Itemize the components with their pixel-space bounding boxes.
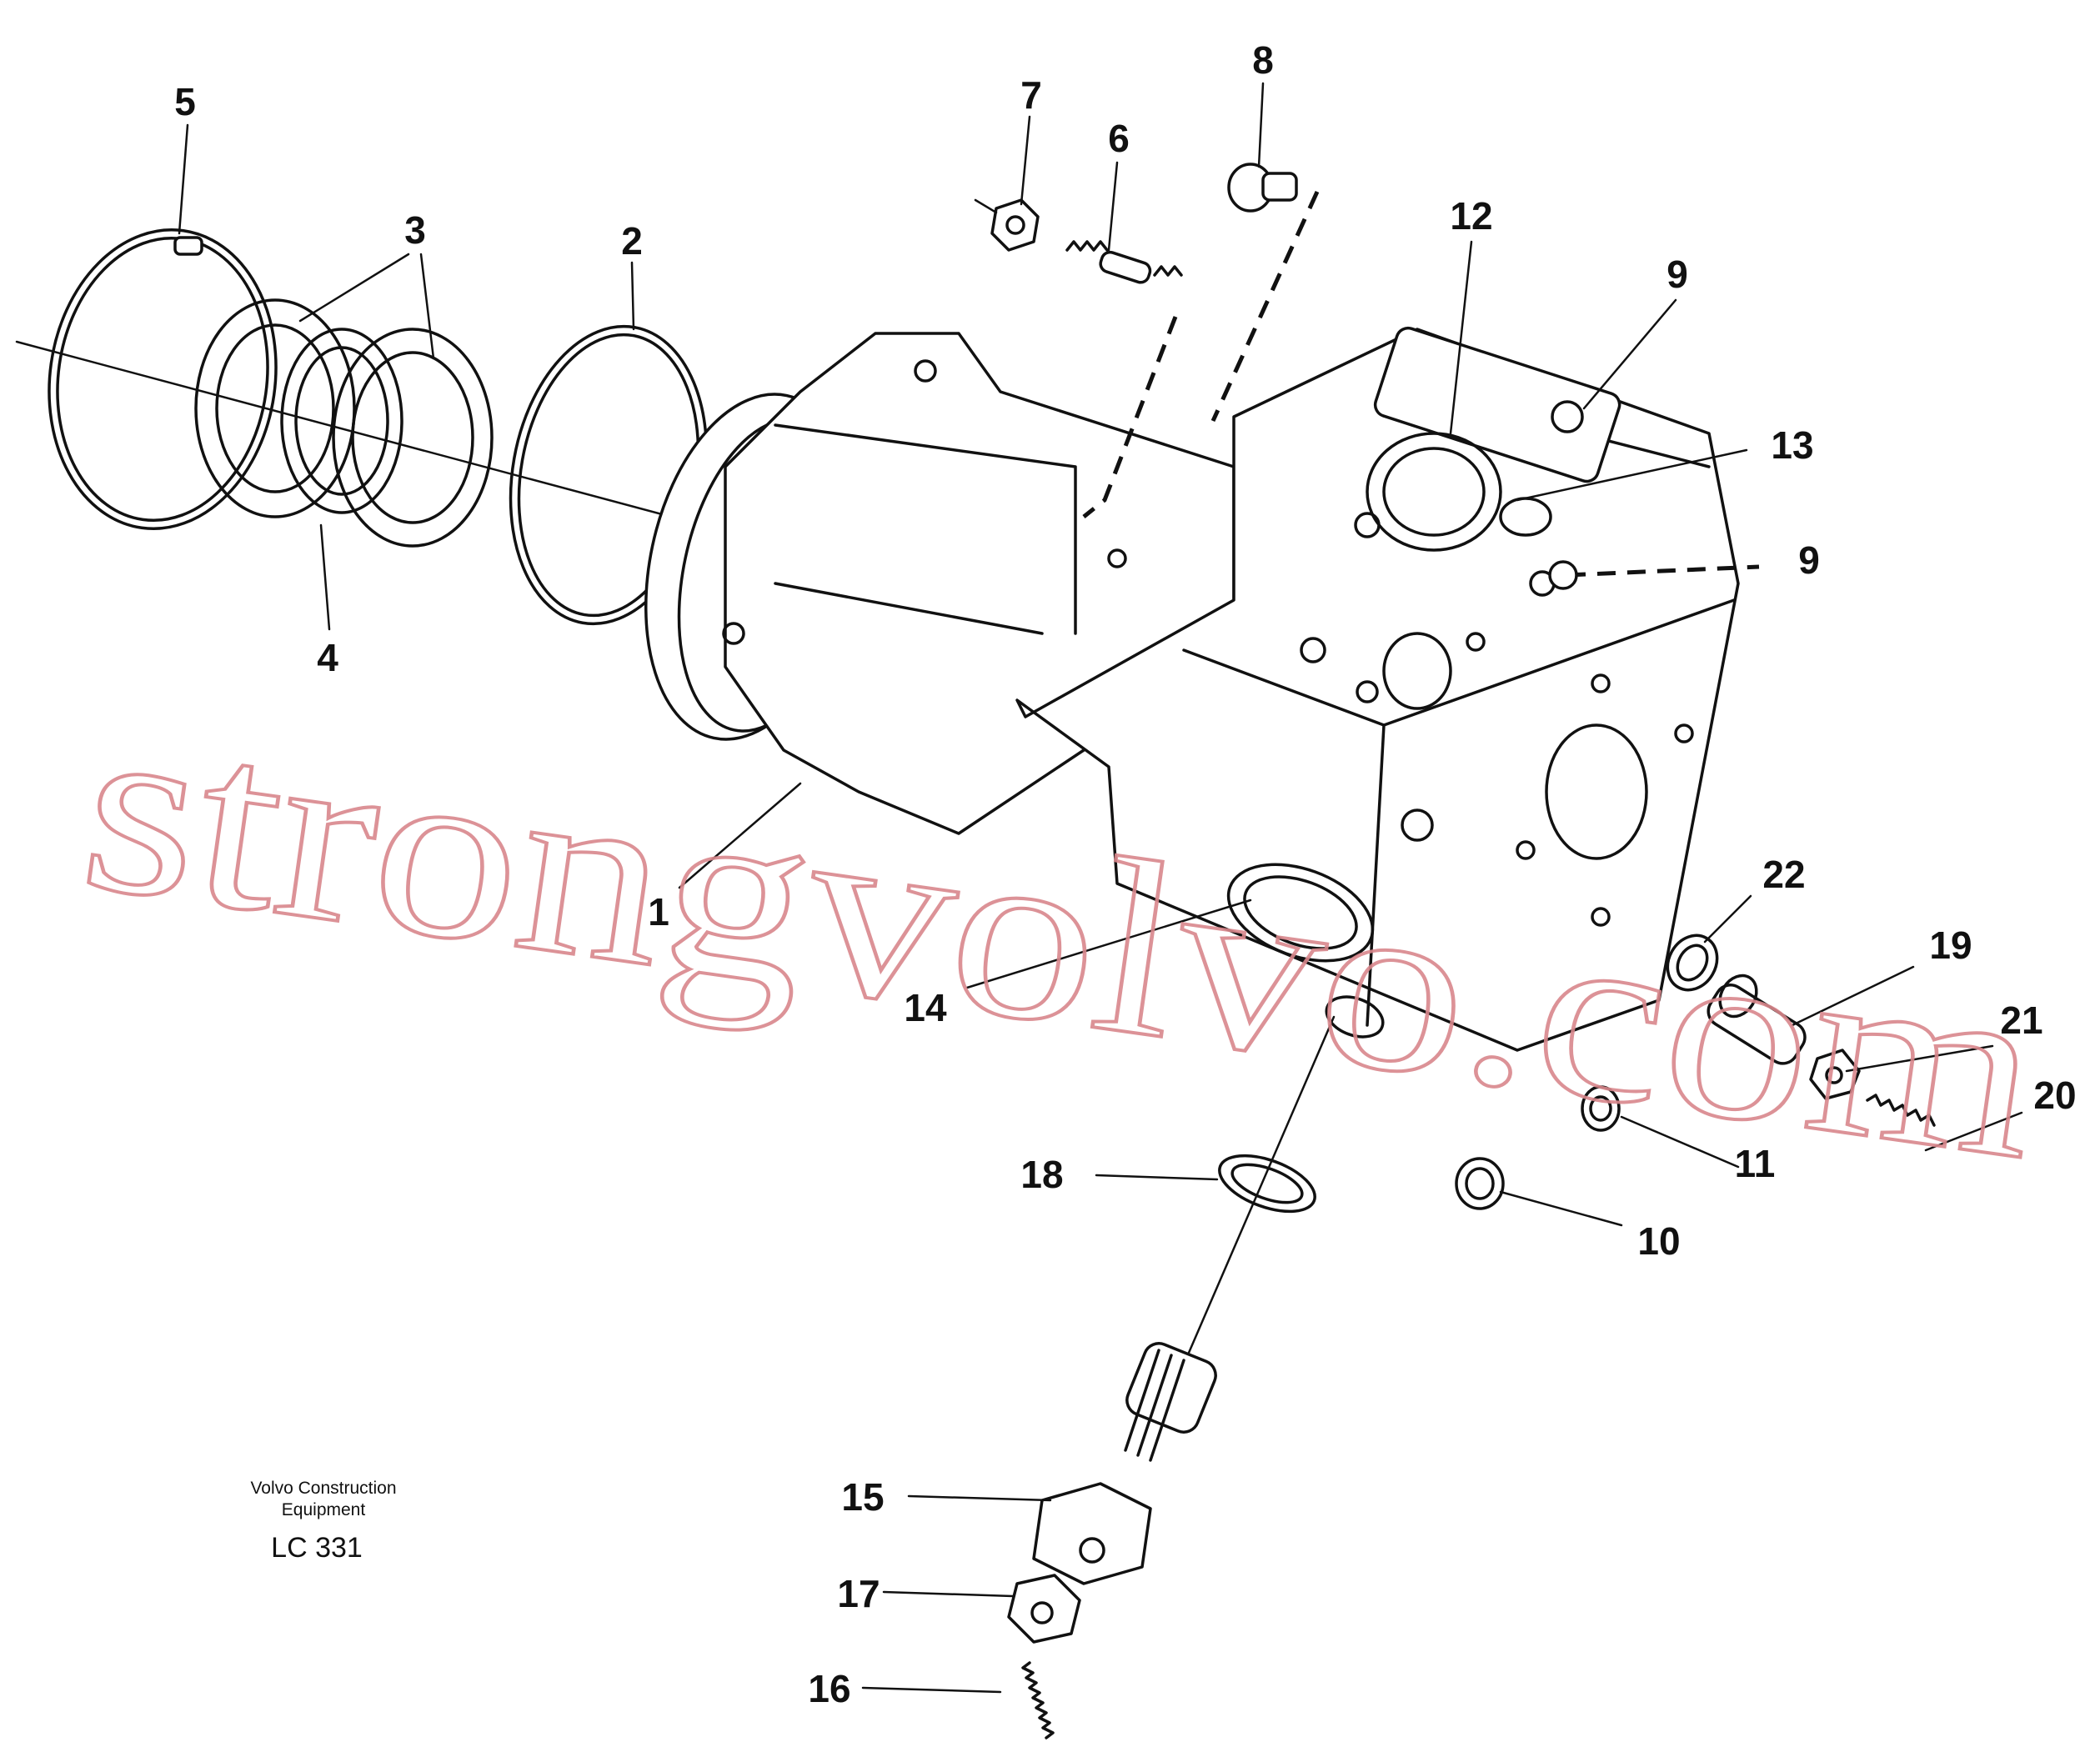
part-3-seal-rings <box>194 298 494 548</box>
caption-diagram-code: LC 331 <box>271 1532 363 1564</box>
part-19-valve-fitting <box>1707 974 1807 1065</box>
part-18-washer <box>1218 1154 1316 1214</box>
caption-block: Volvo Construction Equipment LC 331 <box>250 1479 396 1564</box>
part-22-washer <box>1666 934 1719 992</box>
callout-3: 3 <box>404 208 426 252</box>
part-21-nut <box>1809 1049 1861 1100</box>
callout-1: 1 <box>648 890 669 934</box>
part-9-screw <box>1548 560 1578 590</box>
callout-8: 8 <box>1252 38 1274 82</box>
callout-21: 21 <box>2000 999 2042 1042</box>
callout-2: 2 <box>621 219 643 263</box>
callout-16: 16 <box>808 1667 850 1710</box>
valve-block <box>1015 326 1740 1052</box>
valve-axis-line <box>1174 1015 1336 1385</box>
leader-9-dashed <box>1566 564 1760 578</box>
leader-6-dashed <box>1082 316 1178 518</box>
part-16-spring <box>1021 1661 1055 1739</box>
callout-labels: 1 2 3 4 5 6 7 8 9 9 10 11 12 13 14 15 16… <box>174 38 2076 1710</box>
leader-8-dashed <box>1210 190 1320 423</box>
callout-12: 12 <box>1450 194 1492 238</box>
callout-7: 7 <box>1020 73 1042 117</box>
callout-6: 6 <box>1108 117 1130 160</box>
part-17-nut <box>1007 1574 1081 1644</box>
part-15-relief-valve <box>1032 1342 1217 1585</box>
callout-22: 22 <box>1762 853 1805 896</box>
part-20-spring <box>1866 1094 1936 1127</box>
callout-19: 19 <box>1929 924 1972 967</box>
caption-company-line2: Equipment <box>282 1500 366 1519</box>
callout-14: 14 <box>904 986 947 1029</box>
caption-company-line1: Volvo Construction <box>250 1479 396 1498</box>
callout-10: 10 <box>1637 1219 1680 1263</box>
callout-9-right: 9 <box>1798 538 1820 582</box>
part-11-plug <box>1581 1085 1621 1132</box>
part-7-nut <box>974 198 1040 252</box>
leader-lines <box>178 82 2023 1694</box>
callout-4: 4 <box>317 636 338 679</box>
callout-18: 18 <box>1020 1153 1063 1196</box>
centre-axis-line <box>15 340 735 535</box>
part-5-retaining-ring <box>48 228 278 530</box>
callout-15: 15 <box>841 1475 884 1519</box>
part-6-spring-screw <box>1065 240 1183 284</box>
callout-11: 11 <box>1735 1142 1776 1185</box>
callout-9-top: 9 <box>1666 253 1688 296</box>
callout-5: 5 <box>174 80 196 123</box>
callout-13: 13 <box>1771 423 1813 467</box>
callout-20: 20 <box>2033 1074 2076 1117</box>
part-8-plug <box>1227 163 1298 213</box>
callout-17: 17 <box>837 1572 880 1615</box>
part-10-plug <box>1455 1157 1505 1210</box>
